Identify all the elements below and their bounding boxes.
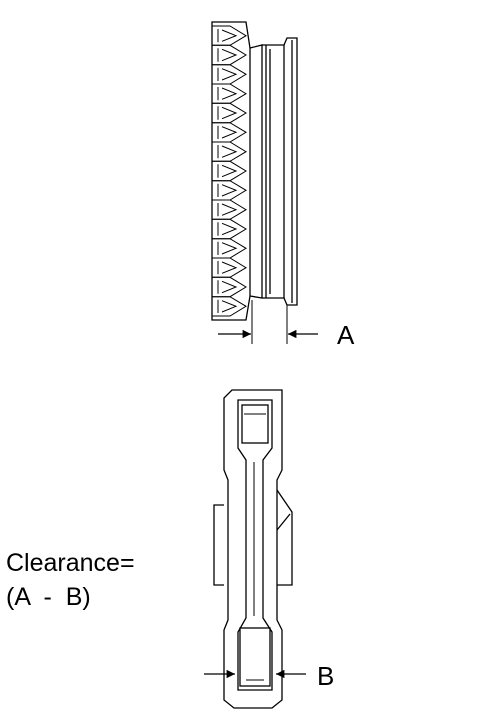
- gear-tooth: [212, 238, 247, 259]
- gear-tooth: [212, 102, 247, 124]
- gear-tooth: [212, 199, 247, 220]
- fork-outer: [223, 389, 283, 709]
- dimension-b-label: B: [317, 661, 335, 691]
- gear-side-view: [211, 21, 298, 344]
- gear-tooth: [212, 276, 247, 298]
- gear-tooth: [212, 25, 247, 46]
- fork-inner-channel: [237, 399, 273, 691]
- gear-flange: [283, 37, 298, 306]
- fork-upper-pad: [241, 404, 269, 444]
- gear-tooth: [212, 296, 247, 317]
- gear-hub-inner: [262, 44, 285, 299]
- gear-teeth: [212, 25, 247, 317]
- clearance-formula-line2: (A - B): [6, 583, 91, 611]
- gear-tooth: [212, 122, 247, 143]
- gear-tooth: [212, 160, 247, 182]
- gear-tooth: [212, 64, 247, 85]
- fork-lever-right: [276, 489, 293, 586]
- dimension-a-label: A: [337, 320, 355, 350]
- gear-tooth: [212, 180, 247, 201]
- gear-tooth: [212, 83, 247, 104]
- fork-boss-left: [213, 504, 224, 586]
- gear-tooth: [212, 218, 247, 240]
- gear-tooth: [212, 141, 247, 162]
- fork-lower-pad: [239, 627, 271, 687]
- gear-tooth: [212, 257, 247, 278]
- clearance-formula-line1: Clearance=: [6, 549, 135, 577]
- gear-tooth: [212, 44, 247, 66]
- gear-hub: [249, 44, 263, 299]
- shift-fork-view: [213, 389, 293, 709]
